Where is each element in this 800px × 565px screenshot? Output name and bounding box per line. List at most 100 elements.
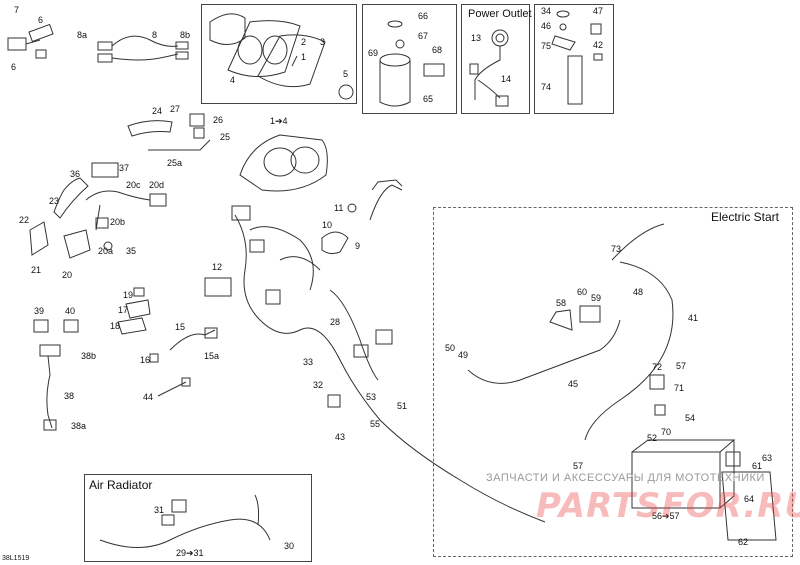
part-label-60: 60 bbox=[577, 287, 588, 297]
switch-40 bbox=[63, 319, 79, 333]
part-label-15: 15 bbox=[175, 322, 186, 332]
part-label-26: 26 bbox=[213, 115, 224, 125]
part-label-1: 1 bbox=[301, 52, 307, 62]
switch-20 bbox=[63, 229, 91, 259]
part-label-49: 49 bbox=[458, 350, 469, 360]
switch-21 bbox=[29, 221, 49, 256]
part-label-11: 11 bbox=[334, 203, 344, 213]
part-label-44: 44 bbox=[143, 392, 154, 402]
part-label-13: 13 bbox=[471, 33, 482, 43]
part-label-47: 47 bbox=[593, 6, 604, 16]
air-radiator-title: Air Radiator bbox=[89, 478, 153, 492]
bracket-17 bbox=[125, 299, 151, 319]
part-label-21: 21 bbox=[31, 265, 42, 275]
gauge-housing-1 bbox=[227, 20, 301, 77]
harness-8a-connector-b bbox=[97, 53, 113, 63]
part-label-29to31: 29➔31 bbox=[176, 548, 204, 558]
part-label-58: 58 bbox=[556, 298, 567, 308]
part-label-36: 36 bbox=[70, 169, 81, 179]
part-label-19: 19 bbox=[123, 290, 134, 300]
oil-filter-65 bbox=[379, 60, 411, 107]
instrument-cluster bbox=[239, 134, 328, 192]
part-label-72: 72 bbox=[652, 362, 663, 372]
power-outlet-title: Power Outlet bbox=[468, 8, 532, 20]
harness-8b-connector-a bbox=[175, 41, 189, 50]
part-label-35: 35 bbox=[126, 246, 137, 256]
gauge-parts-frame bbox=[201, 4, 357, 104]
part-label-48: 48 bbox=[633, 287, 644, 297]
relay-26 bbox=[189, 113, 205, 127]
part-label-25a: 25a bbox=[167, 158, 183, 168]
solenoid-58 bbox=[549, 309, 573, 331]
air-radiator-harness bbox=[99, 518, 271, 548]
part-label-30: 30 bbox=[284, 541, 295, 551]
switch-part-6c bbox=[35, 49, 47, 59]
part-label-61: 61 bbox=[752, 461, 763, 471]
part-label-55: 55 bbox=[370, 419, 381, 429]
part-label-43: 43 bbox=[335, 432, 346, 442]
part-label-39: 39 bbox=[34, 306, 45, 316]
cable-41 bbox=[584, 261, 674, 441]
part-label-20b: 20b bbox=[110, 217, 126, 227]
part-label-38: 38 bbox=[64, 391, 75, 401]
part-label-8a: 8a bbox=[77, 30, 88, 40]
part-label-20d: 20d bbox=[149, 180, 165, 190]
part-label-34: 34 bbox=[541, 6, 552, 16]
part-label-63: 63 bbox=[762, 453, 773, 463]
part-label-54: 54 bbox=[685, 413, 696, 423]
part-label-8: 8 bbox=[152, 30, 158, 40]
part-label-20c: 20c bbox=[126, 180, 141, 190]
part-label-22: 22 bbox=[19, 215, 30, 225]
watermark-tagline: ЗАПЧАСТИ И АКСЕССУАРЫ ДЛЯ МОТОТЕХНИКИ bbox=[486, 472, 765, 484]
accessory-parts-frame bbox=[534, 4, 614, 114]
part-label-38b: 38b bbox=[81, 351, 97, 361]
part-label-53: 53 bbox=[366, 392, 377, 402]
part-label-50: 50 bbox=[445, 343, 456, 353]
part-label-28: 28 bbox=[330, 317, 341, 327]
gauge-cover-3 bbox=[257, 34, 326, 88]
switch-39 bbox=[33, 319, 49, 333]
part-label-75: 75 bbox=[541, 41, 552, 51]
part-label-4: 4 bbox=[230, 75, 236, 85]
part-label-38a: 38a bbox=[71, 421, 87, 431]
part-label-51: 51 bbox=[397, 401, 408, 411]
hose-24 bbox=[127, 120, 173, 137]
holder-72 bbox=[649, 374, 665, 390]
part-label-69: 69 bbox=[368, 48, 379, 58]
part-label-70: 70 bbox=[661, 427, 672, 437]
sensor-9 bbox=[321, 231, 349, 255]
part-label-2: 2 bbox=[301, 37, 307, 47]
harness-8b-connector-b bbox=[175, 51, 189, 60]
coiled-cable-11 bbox=[371, 179, 403, 191]
switch-part-6b bbox=[28, 23, 54, 43]
part-label-15a: 15a bbox=[204, 351, 220, 361]
part-label-12: 12 bbox=[212, 262, 223, 272]
part-label-65: 65 bbox=[423, 94, 434, 104]
part-label-42: 42 bbox=[593, 40, 604, 50]
part-label-25: 25 bbox=[220, 132, 231, 142]
diagram-code: 38L1519 bbox=[2, 555, 30, 562]
part-label-20: 20 bbox=[62, 270, 73, 280]
part-label-68: 68 bbox=[432, 45, 443, 55]
part-label-24: 24 bbox=[152, 106, 163, 116]
part-label-56to57: 56➔57 bbox=[652, 511, 680, 521]
module-37 bbox=[91, 162, 119, 178]
relay-59 bbox=[579, 305, 601, 323]
label-68 bbox=[423, 63, 445, 77]
clamp-75 bbox=[551, 35, 576, 51]
part-label-10: 10 bbox=[322, 220, 333, 230]
part-label-62: 62 bbox=[738, 537, 749, 547]
battery-tray-62 bbox=[721, 471, 777, 541]
part-label-33: 33 bbox=[303, 357, 314, 367]
cable-45 bbox=[467, 319, 621, 384]
part-label-57b: 57 bbox=[573, 461, 584, 471]
part-label-6a: 6 bbox=[38, 15, 44, 25]
part-label-31: 31 bbox=[154, 505, 165, 515]
part-label-67: 67 bbox=[418, 31, 429, 41]
part-label-5: 5 bbox=[343, 69, 349, 79]
harness-8a-connector-a bbox=[97, 41, 113, 51]
part-label-3: 3 bbox=[320, 37, 326, 47]
part-label-9: 9 bbox=[355, 241, 361, 251]
gasket-4 bbox=[209, 13, 246, 45]
